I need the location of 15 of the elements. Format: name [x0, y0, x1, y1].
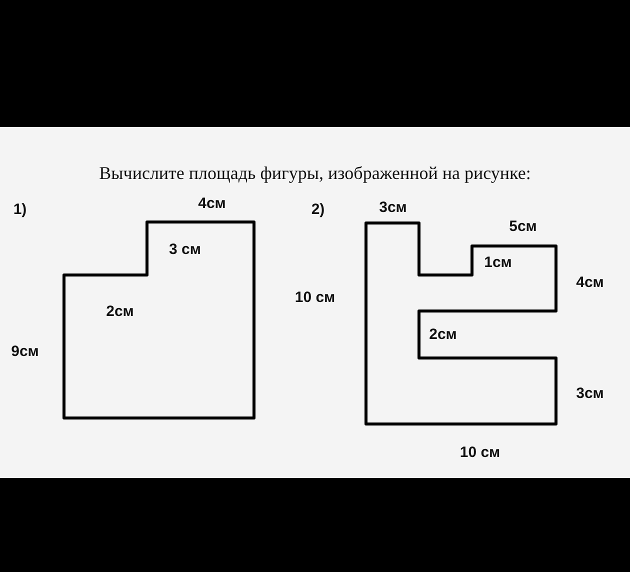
dimension-label: 3 см: [169, 240, 201, 260]
dimension-label: 3см: [379, 198, 407, 218]
dimension-label: 2см: [429, 324, 457, 345]
dimension-label: 5см: [509, 216, 537, 237]
dimension-label: 10 см: [460, 442, 500, 463]
dimension-label: 1см: [484, 252, 512, 273]
task-title: Вычислите площадь фигуры, изображенной на рисунке:: [99, 162, 531, 185]
dimension-label: 4см: [198, 194, 226, 214]
dimension-label: 10 см: [294, 288, 336, 308]
dimension-label: 9см: [11, 342, 39, 362]
figure-number: 2): [311, 200, 325, 220]
dimension-label: 3см: [576, 384, 604, 404]
dimension-label: 4см: [576, 272, 604, 293]
figure-number: 1): [13, 200, 27, 220]
dimension-label: 2см: [106, 302, 134, 322]
